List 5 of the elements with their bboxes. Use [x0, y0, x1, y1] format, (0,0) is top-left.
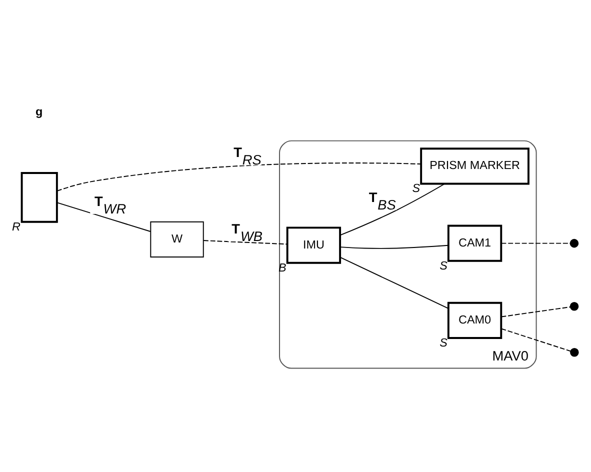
- label: g: [35, 106, 43, 119]
- node-label: S: [440, 336, 448, 350]
- node-label: R: [12, 220, 20, 234]
- node-label: S: [412, 182, 420, 196]
- node-label: S: [440, 259, 448, 272]
